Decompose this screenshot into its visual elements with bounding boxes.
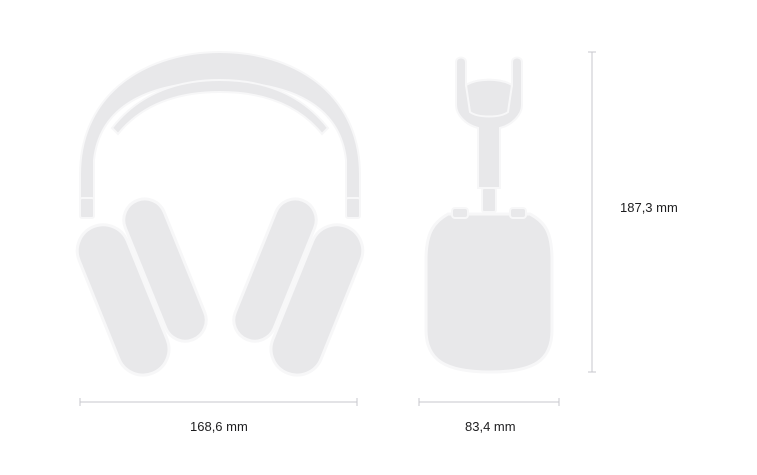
- stem-side: [481, 187, 497, 213]
- cup-tab-left: [451, 207, 469, 219]
- yoke-inner-curve: [464, 78, 514, 118]
- height-dimension-label: 187,3 mm: [620, 200, 678, 215]
- ear-cup-left: [75, 197, 208, 377]
- width-dimension-label: 168,6 mm: [190, 419, 248, 434]
- headphones-front-view: [75, 50, 365, 377]
- cup-tab-right: [509, 207, 527, 219]
- yoke-side: [455, 56, 523, 189]
- dimension-lines: [79, 51, 596, 406]
- headband-canopy-front: [110, 78, 330, 136]
- depth-dimension-label: 83,4 mm: [465, 419, 516, 434]
- ear-cup-right: [232, 197, 365, 377]
- ear-cup-side: [424, 212, 554, 374]
- headband-front: [79, 50, 361, 201]
- hinge-right: [345, 197, 361, 219]
- hinge-left: [79, 197, 95, 219]
- headphones-side-view: [424, 56, 554, 374]
